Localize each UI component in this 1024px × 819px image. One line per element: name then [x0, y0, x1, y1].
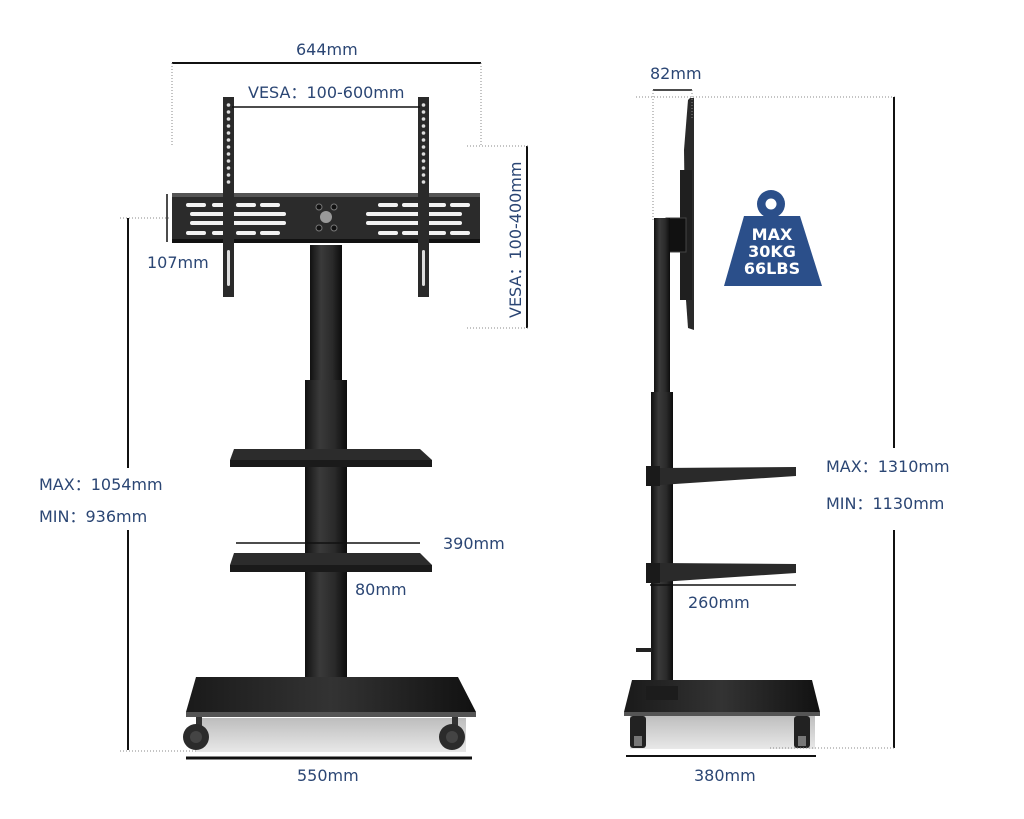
- front-height-min-label: MIN：936mm: [39, 507, 148, 526]
- side-caster-wheels: [630, 716, 810, 748]
- mount-depth-label: 82mm: [650, 64, 702, 83]
- weight-capacity-badge: MAX 30KG 66LBS: [724, 188, 828, 288]
- shelf-lower: [230, 553, 432, 572]
- badge-line-kg: 30KG: [748, 242, 796, 261]
- badge-line-lbs: 66LBS: [743, 259, 801, 278]
- pole-upper: [310, 245, 342, 385]
- caster-wheels: [183, 717, 465, 750]
- shelf-gap-label: 80mm: [355, 580, 407, 599]
- base-plate: [186, 677, 476, 717]
- brand-logo-icon: [320, 211, 332, 223]
- side-pole-lower: [651, 392, 673, 692]
- shelf-depth-label: 260mm: [688, 593, 750, 612]
- badge-line-max: MAX: [751, 225, 793, 244]
- side-height-max-label: MAX：1310mm: [826, 457, 950, 476]
- overall-width-label: 644mm: [296, 40, 358, 59]
- side-shelf-lower: [646, 563, 796, 583]
- shelf-width-label: 390mm: [443, 534, 505, 553]
- vesa-arm-right: [418, 97, 429, 297]
- weight-icon: [724, 190, 822, 286]
- side-shelf-upper: [646, 466, 796, 486]
- vesa-vertical-label: VESA：100-400mm: [506, 161, 525, 318]
- side-height-min-label: MIN：1130mm: [826, 494, 945, 513]
- side-base-plate: [624, 680, 820, 716]
- vesa-arm-left: [223, 97, 234, 297]
- pole-lower: [305, 380, 347, 685]
- base-width-label: 550mm: [297, 766, 359, 785]
- base-depth-label: 380mm: [694, 766, 756, 785]
- front-height-max-label: MAX：1054mm: [39, 475, 163, 494]
- base-shadow: [196, 718, 466, 752]
- side-pole-upper: [654, 218, 670, 393]
- shelf-upper: [230, 449, 432, 467]
- bracket-height-label: 107mm: [147, 253, 209, 272]
- vesa-horizontal-label: VESA：100-600mm: [248, 83, 405, 102]
